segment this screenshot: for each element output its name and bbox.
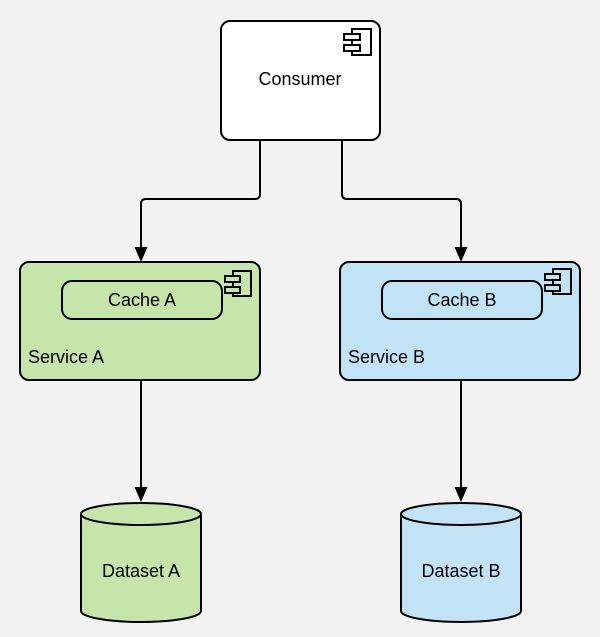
node-cache-a-label: Cache A <box>108 290 176 310</box>
arrowhead-icon <box>454 487 468 502</box>
uml-component-icon-tab <box>224 275 241 283</box>
node-consumer-label: Consumer <box>258 69 341 89</box>
node-service-b-label: Service B <box>348 347 425 367</box>
uml-component-icon-tab <box>544 273 561 281</box>
edge-consumer-to-service-b-line <box>341 140 462 248</box>
node-service-b[interactable]: Service B Cache B <box>339 261 581 381</box>
uml-component-icon <box>544 268 572 295</box>
node-cache-a[interactable]: Cache A <box>61 280 223 320</box>
node-dataset-a-label: Dataset A <box>102 561 180 581</box>
node-consumer[interactable]: Consumer <box>220 20 381 141</box>
uml-component-icon-tab <box>343 33 361 41</box>
node-cache-b-shape[interactable] <box>381 280 543 320</box>
arrowhead-icon <box>134 247 148 262</box>
uml-component-icon <box>343 28 372 56</box>
node-dataset-b-shape[interactable] <box>400 502 522 623</box>
node-consumer-shape[interactable] <box>220 20 381 141</box>
node-cache-a-shape[interactable] <box>61 280 223 320</box>
edge-service-b-to-dataset-b <box>454 380 468 502</box>
node-cache-b[interactable]: Cache B <box>381 280 543 320</box>
node-dataset-a[interactable]: Dataset A <box>80 502 202 623</box>
node-dataset-b-top-ellipse <box>400 513 522 526</box>
node-dataset-a-top-ellipse <box>80 513 202 526</box>
edge-consumer-to-service-a <box>134 140 261 262</box>
node-service-a[interactable]: Service A Cache A <box>19 261 261 381</box>
uml-component-icon-tab <box>343 44 361 52</box>
uml-component-icon <box>224 270 252 297</box>
edge-consumer-to-service-b <box>341 140 468 262</box>
node-dataset-b-label: Dataset B <box>421 561 500 581</box>
node-dataset-b[interactable]: Dataset B <box>400 502 522 623</box>
node-cache-b-label: Cache B <box>427 290 496 310</box>
arrowhead-icon <box>134 487 148 502</box>
node-service-a-label: Service A <box>28 347 104 367</box>
edge-consumer-to-service-a-line <box>140 140 261 248</box>
edge-service-a-to-dataset-a <box>134 380 148 502</box>
node-dataset-a-shape[interactable] <box>80 502 202 623</box>
uml-component-icon-tab <box>544 284 561 292</box>
arrowhead-icon <box>454 247 468 262</box>
uml-component-icon-tab <box>224 286 241 294</box>
